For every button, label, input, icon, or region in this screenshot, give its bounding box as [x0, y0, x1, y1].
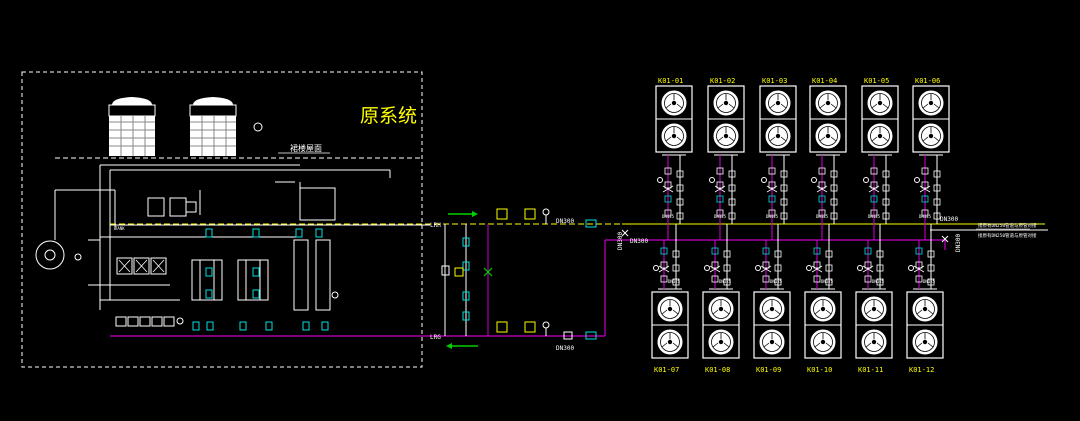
bypass-instruments — [462, 237, 470, 321]
right-end-size: DN300 — [940, 216, 958, 223]
svg-text:TANK: TANK — [115, 226, 125, 231]
original-system-block: 原系统 裙楼屋面 — [21, 71, 430, 368]
unit-branch-size: DN125 — [668, 279, 681, 284]
right-note: 接原有DN250管道与原管对接 — [978, 222, 1037, 229]
ahu-unit-label: K01-04 — [812, 77, 837, 85]
branch-vertical-size: DN300 — [617, 232, 624, 250]
bypass-lines — [444, 224, 489, 336]
ahu-unit-label: K01-09 — [756, 366, 781, 374]
system-title: 原系统 — [360, 105, 417, 127]
riser-size: DN300 — [630, 238, 648, 245]
original-system-boundary — [21, 71, 423, 368]
right-drop-size: DN300 — [955, 234, 962, 252]
return-tag: LRG — [430, 334, 441, 341]
ahu-unit-label: K01-02 — [710, 77, 735, 85]
unit-branch-size: DN125 — [766, 214, 779, 219]
ahu-unit-label: K01-05 — [864, 77, 889, 85]
unit-branch-size: DN125 — [770, 279, 783, 284]
unit-branch-size: DN125 — [816, 214, 829, 219]
ahu-unit: K01-07 DN125 — [651, 224, 689, 374]
unit-branch-size: DN125 — [923, 279, 936, 284]
unit-branch-size: DN125 — [919, 214, 932, 219]
return-main-size: DN300 — [556, 345, 574, 352]
cooling-tower — [189, 97, 237, 156]
chiller — [191, 259, 223, 301]
ahu-unit-label: K01-06 — [915, 77, 940, 85]
ahu-unit: K01-12 DN125 — [906, 224, 944, 374]
ahu-top-row: K01-01DN125K01-02DN125K01-03DN125K01-04D… — [655, 77, 950, 240]
chiller — [237, 259, 269, 301]
unit-branch-size: DN125 — [719, 279, 732, 284]
ahu-unit-label: K01-12 — [909, 366, 934, 374]
valve-row — [115, 316, 184, 327]
return-main — [110, 239, 946, 337]
flow-arrow-return — [446, 343, 478, 349]
unit-branch-size: DN125 — [868, 214, 881, 219]
ahu-unit-label: K01-07 — [654, 366, 679, 374]
ahu-unit: K01-11 DN125 — [855, 224, 893, 374]
flow-arrow-supply — [448, 211, 478, 217]
pump-icon — [35, 240, 65, 270]
right-note-line2: 接原有DN250管道与原管对接 — [978, 232, 1037, 239]
cooling-tower — [108, 97, 156, 156]
ahu-unit-label: K01-11 — [858, 366, 883, 374]
unit-branch-size: DN125 — [662, 214, 675, 219]
heat-exchanger — [147, 197, 165, 217]
unit-branch-size: DN125 — [821, 279, 834, 284]
chiller — [315, 239, 331, 311]
return-main-instruments — [496, 321, 597, 340]
supply-main-instruments — [496, 208, 597, 228]
roof-label: 裙楼屋面 — [290, 143, 322, 153]
ahu-unit: K01-08 DN125 — [702, 224, 740, 374]
supply-main-size: DN300 — [556, 218, 574, 225]
chiller — [293, 239, 309, 311]
ahu-unit-label: K01-01 — [658, 77, 683, 85]
supply-tag: LRH — [430, 222, 441, 229]
internal-piping — [54, 164, 430, 310]
instrument-markers — [192, 228, 329, 331]
fan-unit-row — [116, 257, 167, 275]
ahu-unit-label: K01-03 — [762, 77, 787, 85]
ahu-unit: K01-09 DN125 — [753, 224, 791, 374]
tower-tag-icon — [253, 122, 263, 132]
ahu-unit-label: K01-10 — [807, 366, 832, 374]
ahu-unit: K01-10 DN125 — [804, 224, 842, 374]
ahu-unit-label: K01-08 — [705, 366, 730, 374]
unit-branch-size: DN125 — [872, 279, 885, 284]
unit-branch-size: DN125 — [714, 214, 727, 219]
